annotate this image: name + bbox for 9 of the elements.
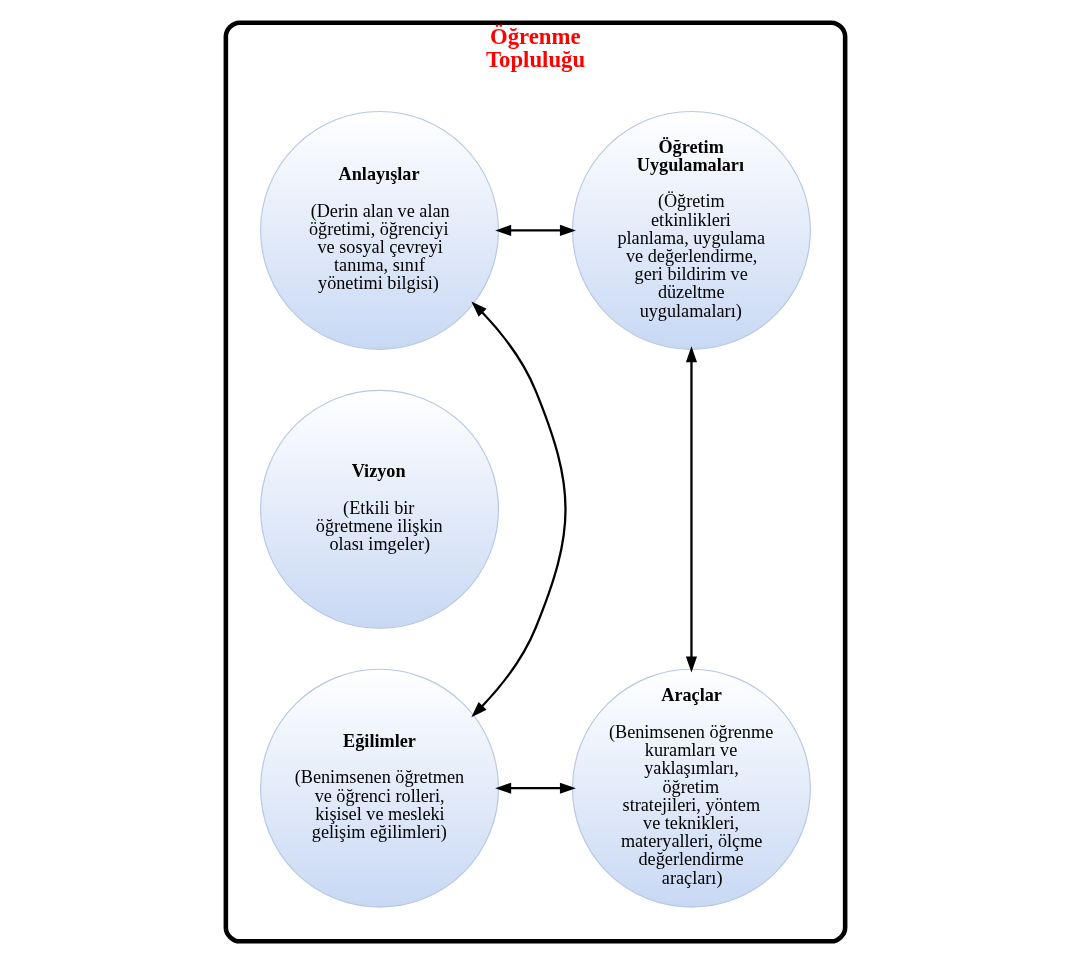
arrow [495, 224, 576, 236]
arrow [471, 300, 567, 717]
node-circle: Anlayışlar (Derin alan ve alan öğretimi, öğrenciyi ve sosyal çevreyi tanıma, sınıf yönetimi bilgisi) [260, 110, 500, 350]
node-circle: Öğretim Uygulamaları (Öğretim etkinlikleri planlama, uygulama ve değerlendirme, geri bildirim ve düzeltme uygulamaları) [571, 110, 811, 350]
arrow [495, 782, 576, 794]
node-circle: Araçlar (Benimsenen öğrenme kuramları ve yaklaşımları, öğretim stratejileri, yöntem ve teknikleri, materyalleri, ölçme değerlendirme araçları) [571, 668, 811, 908]
node-circle: Vizyon (Etkili bir öğretmene ilişkin olası imgeler) [260, 389, 500, 629]
arrow [685, 345, 698, 673]
node-circle: Eğilimler (Benimsenen öğretmen ve öğrenci rolleri, kişisel ve mesleki gelişim eğilimleri) [260, 668, 500, 908]
